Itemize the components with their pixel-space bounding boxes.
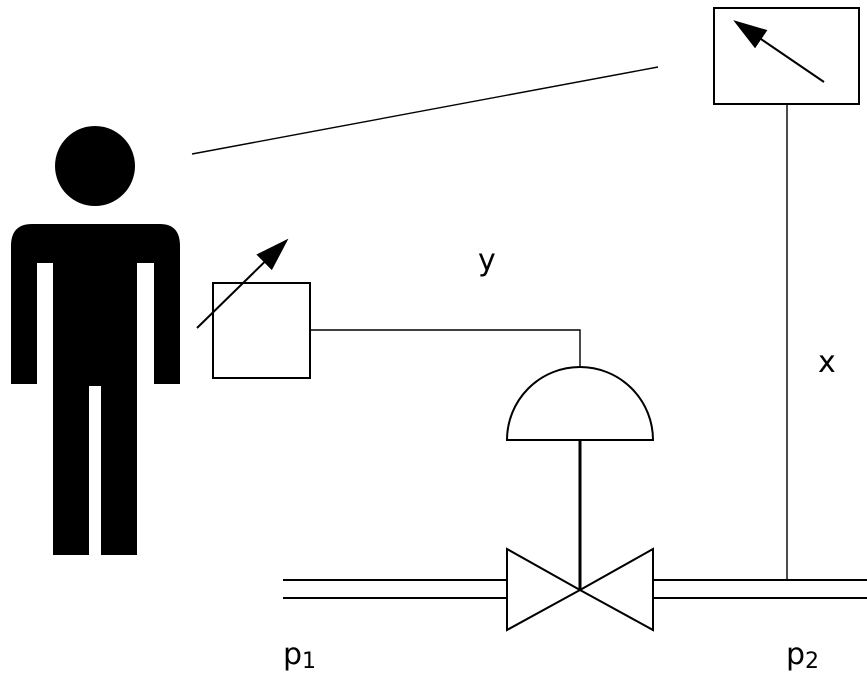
indicator-gauge (713, 7, 860, 105)
label-y: y (478, 243, 496, 278)
control-valve (506, 547, 654, 632)
diaphragm-actuator (505, 366, 655, 441)
signal-line-y (310, 329, 581, 368)
person-icon (11, 126, 180, 555)
person-body (11, 224, 180, 555)
label-p1: p1 (283, 637, 317, 674)
person-head (55, 126, 135, 206)
label-x: x (818, 345, 836, 380)
label-p2: p2 (786, 637, 820, 674)
valve-right-triangle (577, 547, 654, 632)
sight-line (191, 66, 659, 155)
adjustable-arrow-icon (196, 238, 289, 329)
indicator-needle-arrow-icon (733, 20, 825, 83)
controller (196, 238, 311, 379)
controller-box (212, 282, 311, 379)
process-pipe (283, 579, 867, 599)
valve-left-triangle (506, 547, 583, 632)
